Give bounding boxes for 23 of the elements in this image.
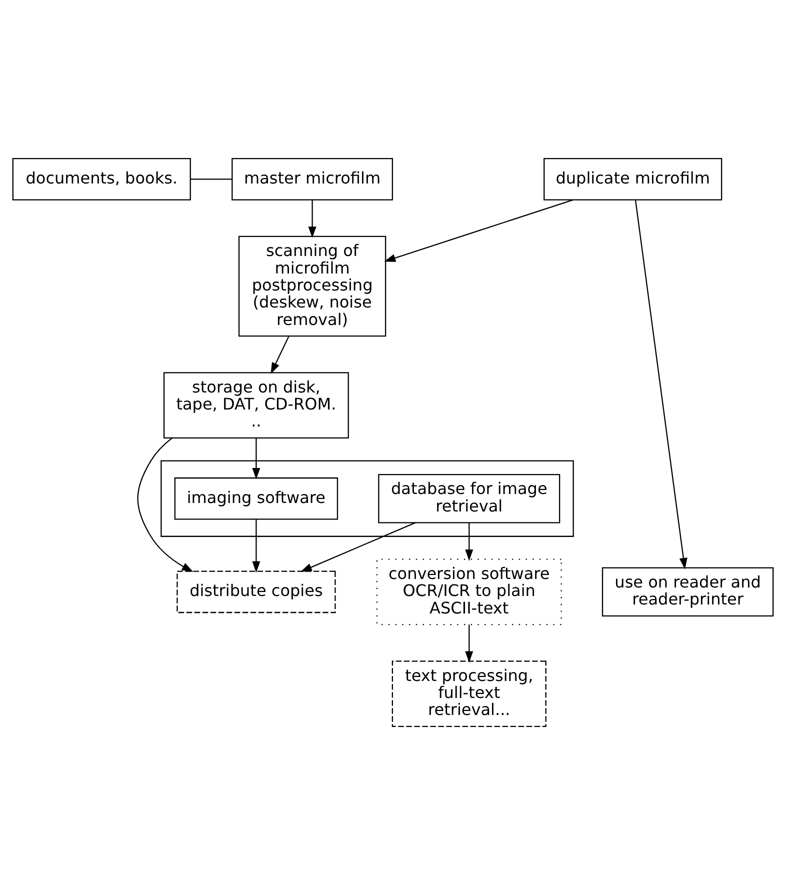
node-box: duplicate microfilm [544,158,722,200]
arrow [465,624,474,663]
node-box: text processing, full-text retrieval... [392,660,546,727]
arrow [300,522,416,572]
node-box: conversion software OCR/ICR to plain ASCII-text [376,558,562,626]
arrow [465,522,474,561]
node-box: storage on disk, tape, DAT, CD-ROM. .. [163,372,349,438]
node-box: master microfilm [232,158,393,200]
connector [190,178,232,180]
node-box: imaging software [174,477,338,520]
node-box: documents, books. [12,158,191,200]
cluster [160,460,574,537]
arrow [308,200,316,238]
node-box: distribute copies [176,570,336,614]
node-box: database for image retrieval [378,474,560,524]
arrow [634,200,688,570]
arrow [252,438,260,480]
node-box: use on reader and reader-printer [602,567,774,617]
arrow [137,438,194,572]
arrow [384,199,574,262]
arrow [252,520,260,573]
node-box: scanning of microfilm postprocessing (deskew, noise removal) [238,236,386,337]
arrow [270,336,290,374]
